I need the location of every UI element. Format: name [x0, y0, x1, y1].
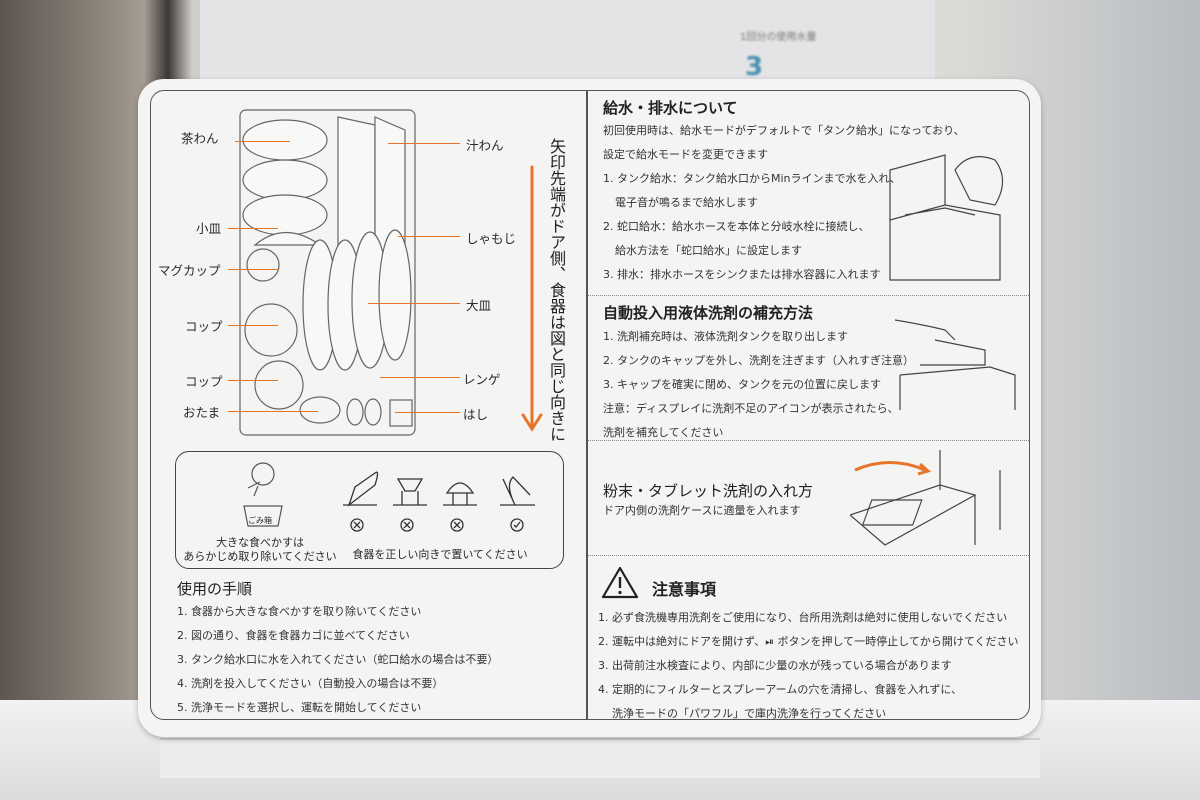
- list-item: 2. 図の通り、食器を食器カゴに並べてください: [177, 629, 410, 642]
- background-sign: [200, 0, 935, 80]
- powder-case-illustration: [850, 450, 1001, 546]
- detergent-lines: 1. 洗剤補充時は、液体洗剤タンクを取り出します 2. タンクのキャップを外し、…: [603, 325, 914, 445]
- text-line: 3. 出荷前注水検査により、内部に少量の水が残っている場合があります: [598, 659, 952, 672]
- orientation-caption: 食器を正しい向きで置いてください: [352, 548, 528, 561]
- text-line: 初回使用時は、給水モードがデフォルトで「タンク給水」になっており、: [603, 124, 965, 137]
- powder-title: 粉末・タブレット洗剤の入れ方: [603, 482, 814, 500]
- dish-rack-diagram: [239, 109, 416, 436]
- usage-title: 使用の手順: [177, 580, 253, 598]
- orientation-note: 矢印先端がドア側、食器は図と同じ向きに: [547, 138, 566, 442]
- label-renge: レンゲ: [463, 372, 501, 387]
- door-direction-arrow-icon: [521, 165, 543, 432]
- label-cup-2: コップ: [185, 374, 223, 389]
- remove-food-caption: 大きな食べかすはあらかじめ取り除いてください: [183, 536, 337, 563]
- warning-icon: [601, 566, 639, 599]
- text-line: 2. タンクのキャップを外し、洗剤を注ぎます（入れすぎ注意）: [603, 354, 914, 367]
- label-cup-1: コップ: [185, 319, 223, 334]
- caution-title: 注意事項: [652, 580, 717, 599]
- text-line: 注意：ディスプレイに洗剤不足のアイコンが表示されたら、: [603, 402, 899, 415]
- label-chawan: 茶わん: [181, 131, 219, 146]
- text-line: 4. 定期的にフィルターとスプレーアームの穴を清掃し、食器を入れずに、: [598, 683, 963, 696]
- lid-hinge: [160, 738, 1040, 778]
- text-line: 給水方法を「蛇口給水」に設定します: [615, 244, 802, 257]
- text-line: 設定で給水モードを変更できます: [603, 148, 768, 161]
- label-shamoji: しゃもじ: [466, 231, 517, 246]
- list-item: 4. 洗剤を投入してください（自動投入の場合は不要）: [177, 677, 444, 690]
- trash-bin-label: ごみ箱: [248, 516, 272, 525]
- text-line: 1. タンク給水：タンク給水口からMinラインまで水を入れ、: [603, 172, 901, 185]
- card-border: [150, 90, 1030, 720]
- column-divider: [586, 90, 588, 720]
- text-line: 洗剤を補充してください: [603, 426, 724, 439]
- powder-line: ドア内側の洗剤ケースに適量を入れます: [603, 504, 801, 517]
- water-tank-illustration: [889, 154, 1004, 281]
- list-item: 5. 洗浄モードを選択し、運転を開始してください: [177, 701, 422, 714]
- text-line: 3. キャップを確実に閉め、タンクを元の位置に戻します: [603, 378, 881, 391]
- label-ozara: 大皿: [466, 298, 492, 313]
- background-sign-text: 1回分の使用水量: [740, 32, 817, 43]
- text-line: 3. 排水：排水ホースをシンクまたは排水容器に入れます: [603, 268, 881, 281]
- caution-lines: 1. 必ず食洗機専用洗剤をご使用になり、台所用洗剤は絶対に使用しないでください …: [598, 606, 1019, 726]
- label-hashi: はし: [463, 407, 489, 422]
- text-line: 1. 洗剤補充時は、液体洗剤タンクを取り出します: [603, 330, 848, 343]
- usage-steps: 1. 食器から大きな食べかすを取り除いてください 2. 図の通り、食器を食器カゴ…: [177, 600, 498, 720]
- text-line: 電子音が鳴るまで給水します: [615, 196, 758, 209]
- text-line: 洗浄モードの「パワフル」で庫内洗浄を行ってください: [612, 707, 887, 720]
- text-line: 1. 必ず食洗機専用洗剤をご使用になり、台所用洗剤は絶対に使用しないでください: [598, 611, 1008, 624]
- trash-bin-icon: [243, 462, 283, 527]
- loading-tips-box: [175, 451, 564, 569]
- detergent-refill-illustration: [895, 319, 1016, 410]
- label-mug: マグカップ: [158, 263, 221, 278]
- background-sign-number: 3: [745, 52, 764, 82]
- dish-orientation-icons: [343, 471, 535, 532]
- water-title: 給水・排水について: [603, 99, 738, 117]
- label-shiruwan: 汁わん: [466, 138, 504, 153]
- label-kozara: 小皿: [196, 221, 222, 236]
- list-item: 3. タンク給水口に水を入れてください（蛇口給水の場合は不要）: [177, 653, 499, 666]
- detergent-title: 自動投入用液体洗剤の補充方法: [603, 304, 814, 322]
- label-otama: おたま: [183, 405, 221, 420]
- text-line: 2. 蛇口給水：給水ホースを本体と分岐水栓に接続し、: [603, 220, 870, 233]
- text-line: 2. 運転中は絶対にドアを開けず、⏯ ボタンを押して一時停止してから開けてくださ…: [598, 635, 1019, 648]
- list-item: 1. 食器から大きな食べかすを取り除いてください: [177, 605, 422, 618]
- water-lines: 初回使用時は、給水モードがデフォルトで「タンク給水」になっており、 設定で給水モ…: [603, 119, 965, 287]
